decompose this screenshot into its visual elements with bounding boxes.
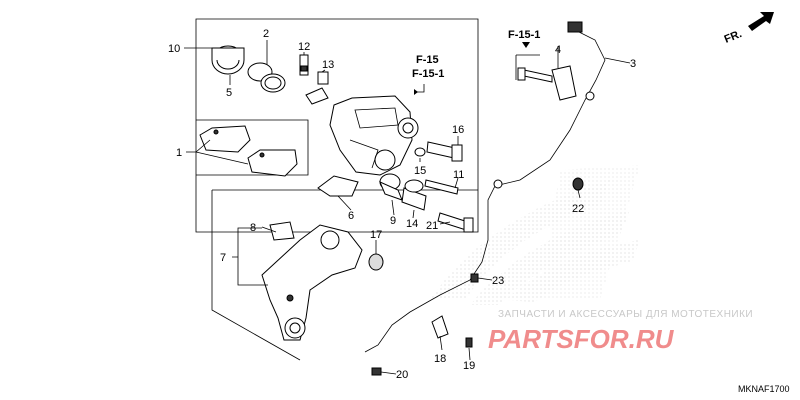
callout-number: 15: [414, 165, 426, 177]
callout-number: 20: [396, 369, 408, 381]
bleeder-screw: [299, 54, 309, 76]
callout-number: 9: [390, 215, 396, 227]
bolt-20: [371, 367, 382, 376]
watermark-logo: PARTSFOR.RU: [488, 324, 675, 354]
slide-pin: [424, 179, 459, 195]
direction-label: FR.: [723, 28, 744, 46]
bolt-19: [465, 337, 473, 348]
bleeder-cap: [305, 71, 329, 105]
callout-number: 18: [434, 353, 446, 365]
cable-bracket: [517, 65, 577, 101]
caliper-assembly-outline: [195, 18, 479, 233]
rubber-boot: [368, 253, 384, 271]
callout-number: 10: [168, 43, 180, 55]
boot: [379, 173, 403, 201]
leader-lines: [184, 40, 631, 375]
piston-seals: [247, 62, 286, 93]
callout-number: 13: [322, 59, 334, 71]
reference-label-caliper: F-15 F-15-1: [412, 54, 444, 95]
brake-pads: [199, 125, 298, 177]
bolt-23: [470, 273, 479, 283]
callout-number: 2: [263, 28, 269, 40]
diagram-code: MKNAF1700: [738, 384, 790, 394]
callout-number: 1: [176, 147, 182, 159]
callout-number: 8: [250, 222, 256, 234]
reference-label-sensor: F-15-1: [508, 29, 540, 80]
washer: [414, 147, 426, 157]
callout-number: 4: [555, 44, 561, 56]
piston: [211, 45, 245, 75]
cable-clamp: [431, 315, 449, 339]
bolt-21: [437, 212, 474, 233]
callout-number: 16: [452, 124, 464, 136]
callout-number: 22: [572, 203, 584, 215]
callout-number: 21: [426, 220, 438, 232]
callout-number: 6: [348, 210, 354, 222]
callout-number: 3: [630, 58, 636, 70]
callout-number: 19: [463, 360, 475, 372]
front-direction-indicator: FR.: [723, 12, 774, 46]
callout-number: 11: [453, 169, 464, 181]
retainer-clip: [269, 221, 295, 241]
pin-bolt: [426, 141, 463, 162]
callout-number: 14: [406, 218, 418, 230]
sleeve: [401, 179, 427, 211]
bracket-group-outline-left: [211, 190, 301, 361]
pad-spring: [317, 175, 359, 197]
pad-group-outline: [196, 119, 309, 176]
callout-number: 5: [226, 87, 232, 99]
caliper-body: [329, 95, 419, 176]
callout-number: 23: [492, 275, 504, 287]
ref-label: F-15-1: [508, 29, 540, 41]
grommet: [572, 177, 584, 191]
watermark-tagline: ЗАПЧАСТИ И АКСЕССУАРЫ ДЛЯ МОТОТЕХНИКИ: [498, 309, 753, 320]
callout-number: 17: [370, 229, 382, 241]
callout-number: 7: [220, 252, 226, 264]
speed-sensor-cable: [364, 21, 606, 353]
ref-label: F-15: [416, 54, 439, 66]
callout-numbers: 10 2 5 12 13 1 15 16 11 6 9 14 21 8 7 17…: [168, 28, 636, 381]
ref-label: F-15-1: [412, 68, 444, 80]
front-arrow-icon: [748, 12, 774, 31]
caliper-bracket: [261, 224, 363, 341]
watermark-wing-emblem: [430, 165, 640, 305]
callout-number: 12: [298, 41, 310, 53]
